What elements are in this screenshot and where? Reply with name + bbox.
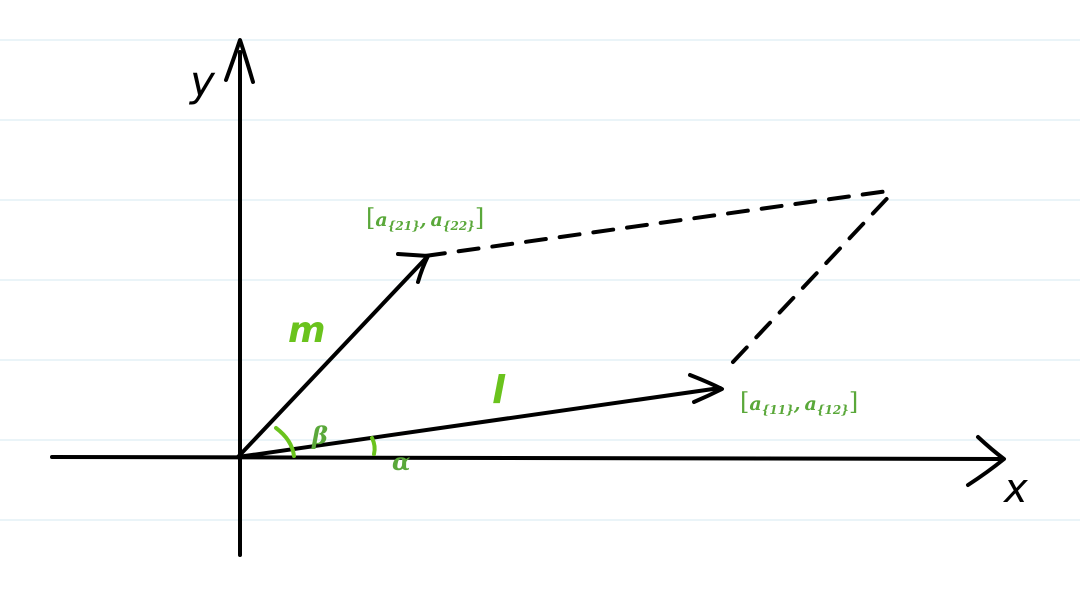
y-axis-label: y xyxy=(188,57,216,106)
x-axis-label: x xyxy=(1002,466,1028,512)
x-axis: x xyxy=(50,435,1028,512)
vector-a1-arrowhead xyxy=(688,373,724,404)
vector-a1-coordinates: [a{11},a{12}] xyxy=(740,388,858,417)
y-axis: y xyxy=(188,38,255,557)
x-axis-arrowhead xyxy=(966,435,1006,487)
vector-a2-length-label: m xyxy=(288,310,326,351)
vector-a2-arrowhead xyxy=(396,252,430,284)
ruled-lines xyxy=(0,39,1080,521)
x-axis-line xyxy=(50,455,1002,461)
angle-beta-label: β xyxy=(311,421,328,450)
dashed-top-side xyxy=(423,188,897,258)
vector-a1-length-label: l xyxy=(492,368,506,412)
y-axis-arrowhead xyxy=(224,38,255,84)
angle-beta-arc xyxy=(274,426,296,458)
vector-a2 xyxy=(236,252,430,459)
vector-a1-line xyxy=(236,386,722,459)
vector-a2-line xyxy=(236,254,430,459)
vector-a1 xyxy=(236,373,724,459)
dashed-right-side xyxy=(731,188,897,364)
vector-a2-coordinates: [a{21},a{22}] xyxy=(366,204,484,233)
angle-alpha-arc xyxy=(370,436,377,456)
angle-alpha-label: α xyxy=(392,447,410,476)
parallelogram-dashed-sides xyxy=(423,188,897,364)
